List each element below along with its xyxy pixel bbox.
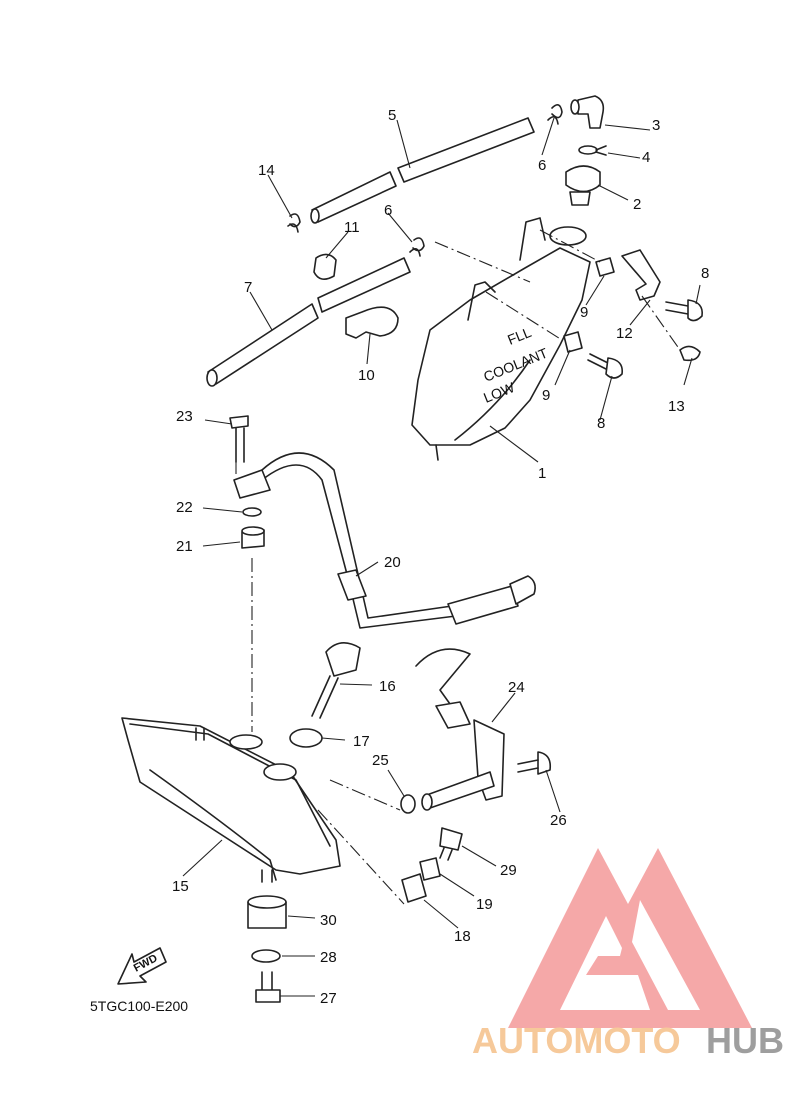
o-ring-22 xyxy=(242,507,262,517)
callout-18: 18 xyxy=(454,928,471,945)
callout-30: 30 xyxy=(320,912,337,929)
bolt-27 xyxy=(255,971,281,1003)
coolant-tank: FLL COOLANT LOW xyxy=(411,217,591,461)
watermark-text: AUTOMOTO HUB xyxy=(472,1020,784,1061)
callout-9b: 9 xyxy=(542,387,550,404)
grommet-18 xyxy=(401,873,427,903)
hose-clamp-10 xyxy=(345,306,399,339)
reservoir-cap xyxy=(565,165,601,206)
bolt-29 xyxy=(439,827,463,861)
hose-clip-6a xyxy=(547,104,563,125)
filler-cap-16 xyxy=(311,642,361,719)
callout-7: 7 xyxy=(244,279,252,296)
assembly-lines xyxy=(235,229,681,905)
callout-29: 29 xyxy=(500,862,517,879)
callout-14: 14 xyxy=(258,162,275,179)
callout-12: 12 xyxy=(616,325,633,342)
callout-21: 21 xyxy=(176,538,193,555)
callout-26: 26 xyxy=(550,812,567,829)
lower-tank xyxy=(121,717,341,883)
callout-28: 28 xyxy=(320,949,337,966)
hose-assembly-20 xyxy=(233,452,536,629)
hose-24 xyxy=(415,648,505,811)
o-ring-17 xyxy=(289,728,323,748)
collar-19 xyxy=(419,857,441,881)
hose-clip-small xyxy=(578,145,607,156)
callout-6b: 6 xyxy=(384,202,392,219)
elbow-fitting xyxy=(570,95,605,129)
bolt-23 xyxy=(229,415,249,463)
overflow-hose-upper xyxy=(310,117,535,224)
grommet-30 xyxy=(247,895,287,929)
washer-9-upper xyxy=(595,257,615,277)
callout-8b: 8 xyxy=(597,415,605,432)
fwd-arrow: FWD xyxy=(117,947,167,985)
bracket-12 xyxy=(621,249,661,301)
callout-11: 11 xyxy=(344,219,360,236)
washer-9-lower xyxy=(563,331,583,353)
callout-numbers: 1 2 3 4 5 6 6 7 8 8 9 9 10 11 12 13 14 1… xyxy=(172,107,709,1007)
callout-6a: 6 xyxy=(538,157,546,174)
diagram-code: 5TGC100-E200 xyxy=(90,998,188,1014)
callout-16: 16 xyxy=(379,678,396,695)
collar-21 xyxy=(241,526,265,549)
o-ring-25 xyxy=(400,794,416,814)
callout-15: 15 xyxy=(172,878,189,895)
leader-lines xyxy=(182,117,701,997)
bolt-8-lower xyxy=(587,353,624,379)
callout-9a: 9 xyxy=(580,304,588,321)
callout-20: 20 xyxy=(384,554,401,571)
callout-19: 19 xyxy=(476,896,493,913)
callout-23: 23 xyxy=(176,408,193,425)
bolt-26 xyxy=(517,751,552,775)
callout-8a: 8 xyxy=(701,265,709,282)
hose-clamp-11 xyxy=(313,253,337,280)
bolt-8-upper xyxy=(665,299,704,322)
callout-24: 24 xyxy=(508,679,525,696)
watermark-logo xyxy=(508,848,752,1028)
clip-13 xyxy=(679,345,701,362)
callout-17: 17 xyxy=(353,733,370,750)
callout-13: 13 xyxy=(668,398,685,415)
callout-27: 27 xyxy=(320,990,337,1007)
overflow-hose-lower xyxy=(206,257,411,387)
watermark-brand-part2: HUB xyxy=(706,1020,784,1061)
callout-2: 2 xyxy=(633,196,641,213)
callout-22: 22 xyxy=(176,499,193,516)
watermark-brand-part1: AUTOMOTO xyxy=(472,1020,681,1061)
callout-1: 1 xyxy=(538,465,546,482)
callout-5: 5 xyxy=(388,107,396,124)
hose-clip-6b xyxy=(409,237,425,257)
callout-4: 4 xyxy=(642,149,650,166)
callout-10: 10 xyxy=(358,367,375,384)
callout-3: 3 xyxy=(652,117,660,134)
callout-25: 25 xyxy=(372,752,389,769)
hose-clip-14 xyxy=(287,213,301,233)
washer-28 xyxy=(251,949,281,963)
